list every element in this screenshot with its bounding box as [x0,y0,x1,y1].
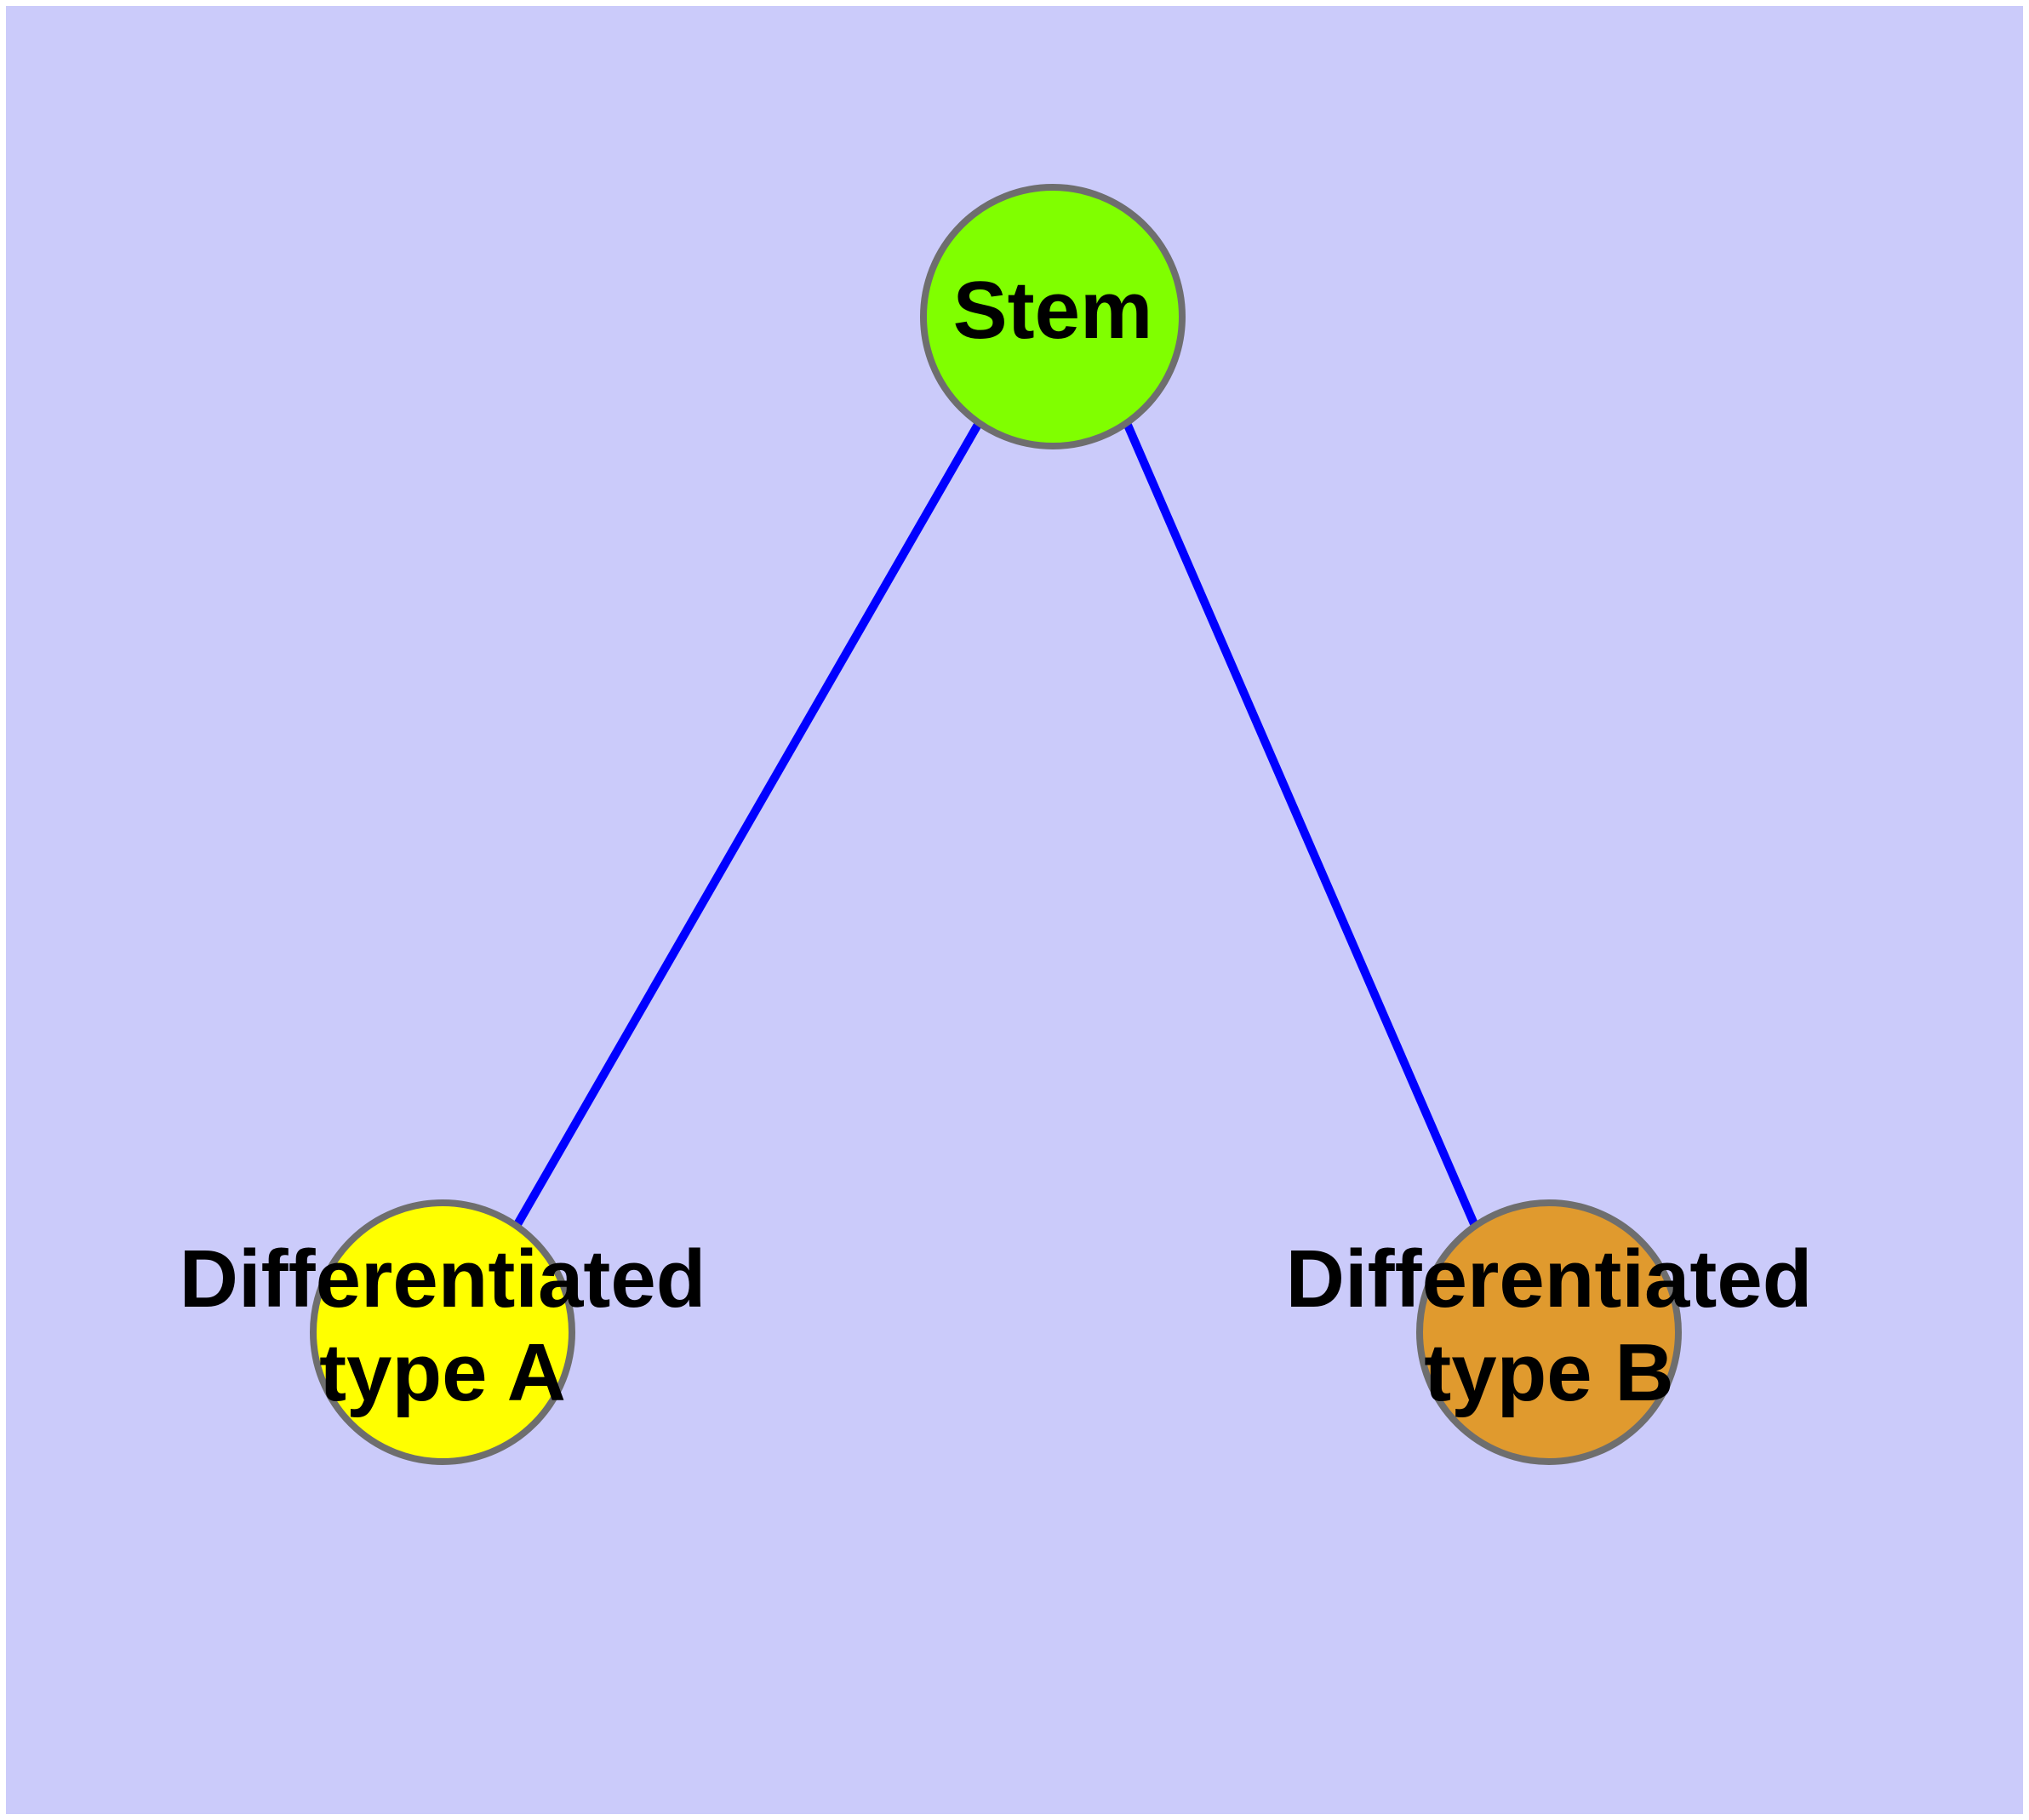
edges-layer [512,421,1479,1228]
node-label-stem: Stem [953,265,1153,356]
node-label-line: Stem [953,265,1153,356]
node-label-line: Differentiated [1286,1233,1813,1325]
node-label-line: type A [319,1327,566,1418]
edge-stem-to-diff-a[interactable] [512,421,983,1228]
edge-stem-to-diff-b[interactable] [1123,421,1479,1228]
node-circle-diff-b[interactable] [1416,1199,1682,1465]
node-circle-stem[interactable] [920,184,1186,449]
node-stem[interactable]: Stem [920,184,1186,449]
node-label-line: Differentiated [180,1233,706,1325]
node-circle-diff-a[interactable] [310,1199,575,1465]
node-label-line: type B [1424,1327,1673,1418]
